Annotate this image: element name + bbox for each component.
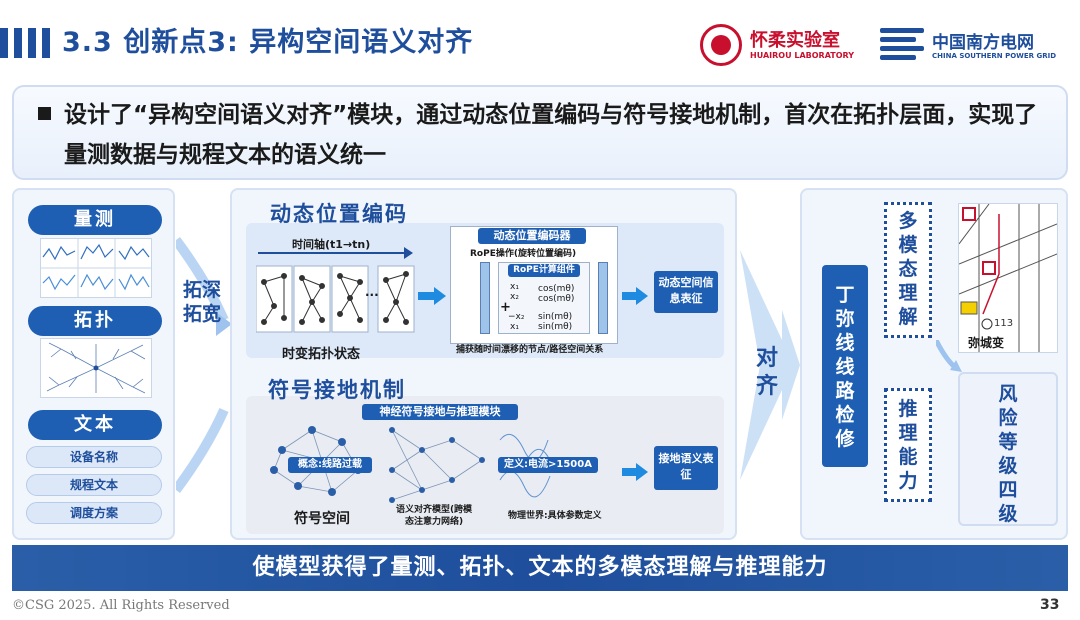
csg-logo-cn: 中国南方电网 <box>932 33 1034 53</box>
encoder-title: 动态位置编码器 <box>478 228 586 244</box>
topology-pill: 拓扑 <box>28 306 162 336</box>
topology-graph-thumbnail <box>40 338 152 398</box>
math-cos-top: cos(mθ) <box>538 284 575 294</box>
math-sin-top: sin(mθ) <box>538 312 573 322</box>
encoder-output-arrow-shaft <box>622 292 638 300</box>
huairou-logo-en: HUAIROU LABORATORY <box>750 51 855 60</box>
input-vector-bar <box>480 262 490 334</box>
rope-operation-label: RoPE操作(旋转位置编码) <box>470 249 577 259</box>
multimodal-understanding-box: 多模态理解 <box>884 202 932 338</box>
math-cos-bottom: cos(mθ) <box>538 294 575 304</box>
encoder-output-arrowhead <box>636 287 648 305</box>
conclusion-banner: 使模型获得了量测、拓扑、文本的多模态理解与推理能力 <box>12 545 1068 591</box>
output-vector-bar <box>598 262 608 334</box>
huairou-lab-logo: 怀柔实验室 HUAIROU LABORATORY <box>700 24 870 68</box>
text-item-device-name: 设备名称 <box>26 446 162 468</box>
neuro-symbolic-module-title: 神经符号接地与推理模块 <box>362 404 518 420</box>
time-axis-label: 时间轴(t1→tn) <box>292 238 371 251</box>
math-sin-bottom: sin(mθ) <box>538 322 573 332</box>
key-statement-text: 设计了“异构空间语义对齐”模块，通过动态位置编码与符号接地机制，首次在拓扑层面，… <box>64 102 1038 168</box>
encoder-input-arrow-shaft <box>418 292 436 300</box>
dynamic-position-encoding-title: 动态位置编码 <box>270 202 408 226</box>
csg-logo: 中国南方电网 CHINA SOUTHERN POWER GRID <box>880 24 1075 68</box>
map-to-risk-arrow <box>936 340 962 372</box>
grid-map-thumbnail <box>958 203 1058 353</box>
key-statement-box: 设计了“异构空间语义对齐”模块，通过动态位置编码与符号接地机制，首次在拓扑层面，… <box>12 85 1068 180</box>
time-axis-line <box>258 252 406 254</box>
bullet-square-icon <box>38 107 51 120</box>
text-item-dispatch-plan: 调度方案 <box>26 502 162 524</box>
page-title: 3.3 创新点3: 异构空间语义对齐 <box>62 27 474 58</box>
time-varying-topology-label: 时变拓扑状态 <box>282 347 361 362</box>
plus-symbol-icon: + <box>500 300 511 315</box>
measure-pill: 量测 <box>28 205 162 235</box>
math-x1-lower: x₁ <box>510 322 519 332</box>
csg-logo-en: CHINA SOUTHERN POWER GRID <box>932 52 1057 60</box>
math-x1: x₁ <box>510 282 519 292</box>
time-varying-topology-graphs <box>256 265 415 333</box>
page-number: 33 <box>1040 597 1060 613</box>
grounding-output-arrowhead <box>636 463 648 481</box>
encoder-input-arrowhead <box>434 287 446 305</box>
measurement-chart-thumbnail <box>40 238 152 298</box>
dynamic-spatial-representation-box: 动态空间信息表征 <box>654 271 718 313</box>
math-x2: x₂ <box>510 292 519 302</box>
text-pill: 文本 <box>28 410 162 440</box>
physical-world-label: 物理世界:具体参数定义 <box>508 511 602 521</box>
grounding-output-arrow-shaft <box>622 468 638 476</box>
header: 3.3 创新点3: 异构空间语义对齐 怀柔实验室 HUAIROU LABORAT… <box>0 0 1080 78</box>
csg-mark-icon <box>880 28 924 60</box>
math-neg-x2: −x₂ <box>508 312 525 322</box>
map-line-number: 113 <box>994 318 1014 329</box>
risk-level-box: 风险等级四级 <box>958 372 1058 526</box>
grounded-semantic-representation-box: 接地语义表征 <box>654 446 718 490</box>
reasoning-ability-box: 推理能力 <box>884 388 932 502</box>
time-axis-arrowhead <box>404 247 413 259</box>
huairou-logo-cn: 怀柔实验室 <box>750 30 840 51</box>
deepen-widen-label: 拓深拓宽 <box>182 279 221 325</box>
line-maintenance-task-bar: 丁弥线线路检修 <box>822 265 868 467</box>
definition-current-tag: 定义:电流>1500A <box>498 457 598 473</box>
text-item-regulation-text: 规程文本 <box>26 474 162 496</box>
symbol-space-label: 符号空间 <box>294 511 350 527</box>
semantic-alignment-model-label: 语义对齐模型(跨模态注意力网络) <box>395 505 473 527</box>
align-flow-arrow <box>740 250 800 480</box>
deepen-flow-arrows <box>176 237 232 493</box>
copyright: ©CSG 2025. All Rights Reserved <box>12 598 230 613</box>
align-label: 对齐 <box>755 346 778 399</box>
capture-relation-label: 捕获随时间漂移的节点/路径空间关系 <box>456 345 604 355</box>
map-substation-label: 弥城变 <box>968 336 1005 350</box>
concept-overload-tag: 概念:线路过载 <box>288 457 372 473</box>
ellipsis-marker: ··· <box>365 288 379 302</box>
huairou-seal-icon <box>700 24 742 66</box>
symbol-grounding-title: 符号接地机制 <box>268 378 406 402</box>
rope-compute-title: RoPE计算组件 <box>508 264 580 277</box>
